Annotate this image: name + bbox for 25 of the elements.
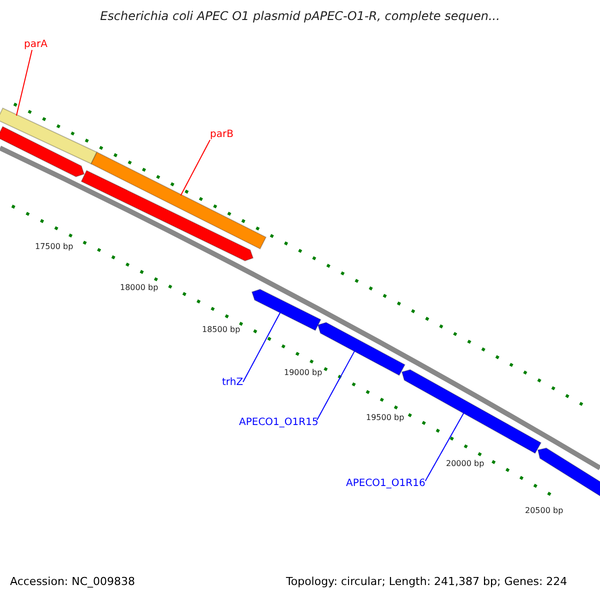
gene-label: parA	[24, 40, 48, 50]
position-label: 17500 bp	[35, 243, 74, 251]
gene-label: parB	[210, 130, 234, 140]
position-label: 18500 bp	[202, 326, 240, 334]
leader-line	[424, 412, 465, 482]
position-label: 19500 bp	[366, 414, 404, 422]
gene-label: trhZ	[222, 378, 244, 388]
leader-line	[242, 311, 282, 382]
gene-label: APECO1_O1R15	[239, 418, 318, 428]
gene-band	[0, 107, 98, 165]
leader-line	[180, 140, 210, 196]
position-label: 18000 bp	[120, 284, 158, 292]
position-label: 20500 bp	[525, 507, 564, 515]
position-label: 19000 bp	[284, 369, 322, 377]
gene-feature	[0, 126, 85, 178]
title: Escherichia coli APEC O1 plasmid pAPEC-O1-R, complete sequen...	[99, 10, 501, 22]
leader-line	[16, 50, 32, 116]
gene-label: APECO1_O1R16	[346, 479, 426, 489]
footer-text: Accession: NC_009838	[10, 576, 136, 587]
position-label: 20000 bp	[446, 460, 484, 468]
footer-text: Topology: circular; Length: 241,387 bp; Genes: 224	[286, 576, 568, 587]
gene-band	[90, 152, 267, 250]
gene-feature	[80, 170, 254, 262]
leader-line	[316, 350, 356, 420]
gene-feature	[251, 288, 322, 332]
